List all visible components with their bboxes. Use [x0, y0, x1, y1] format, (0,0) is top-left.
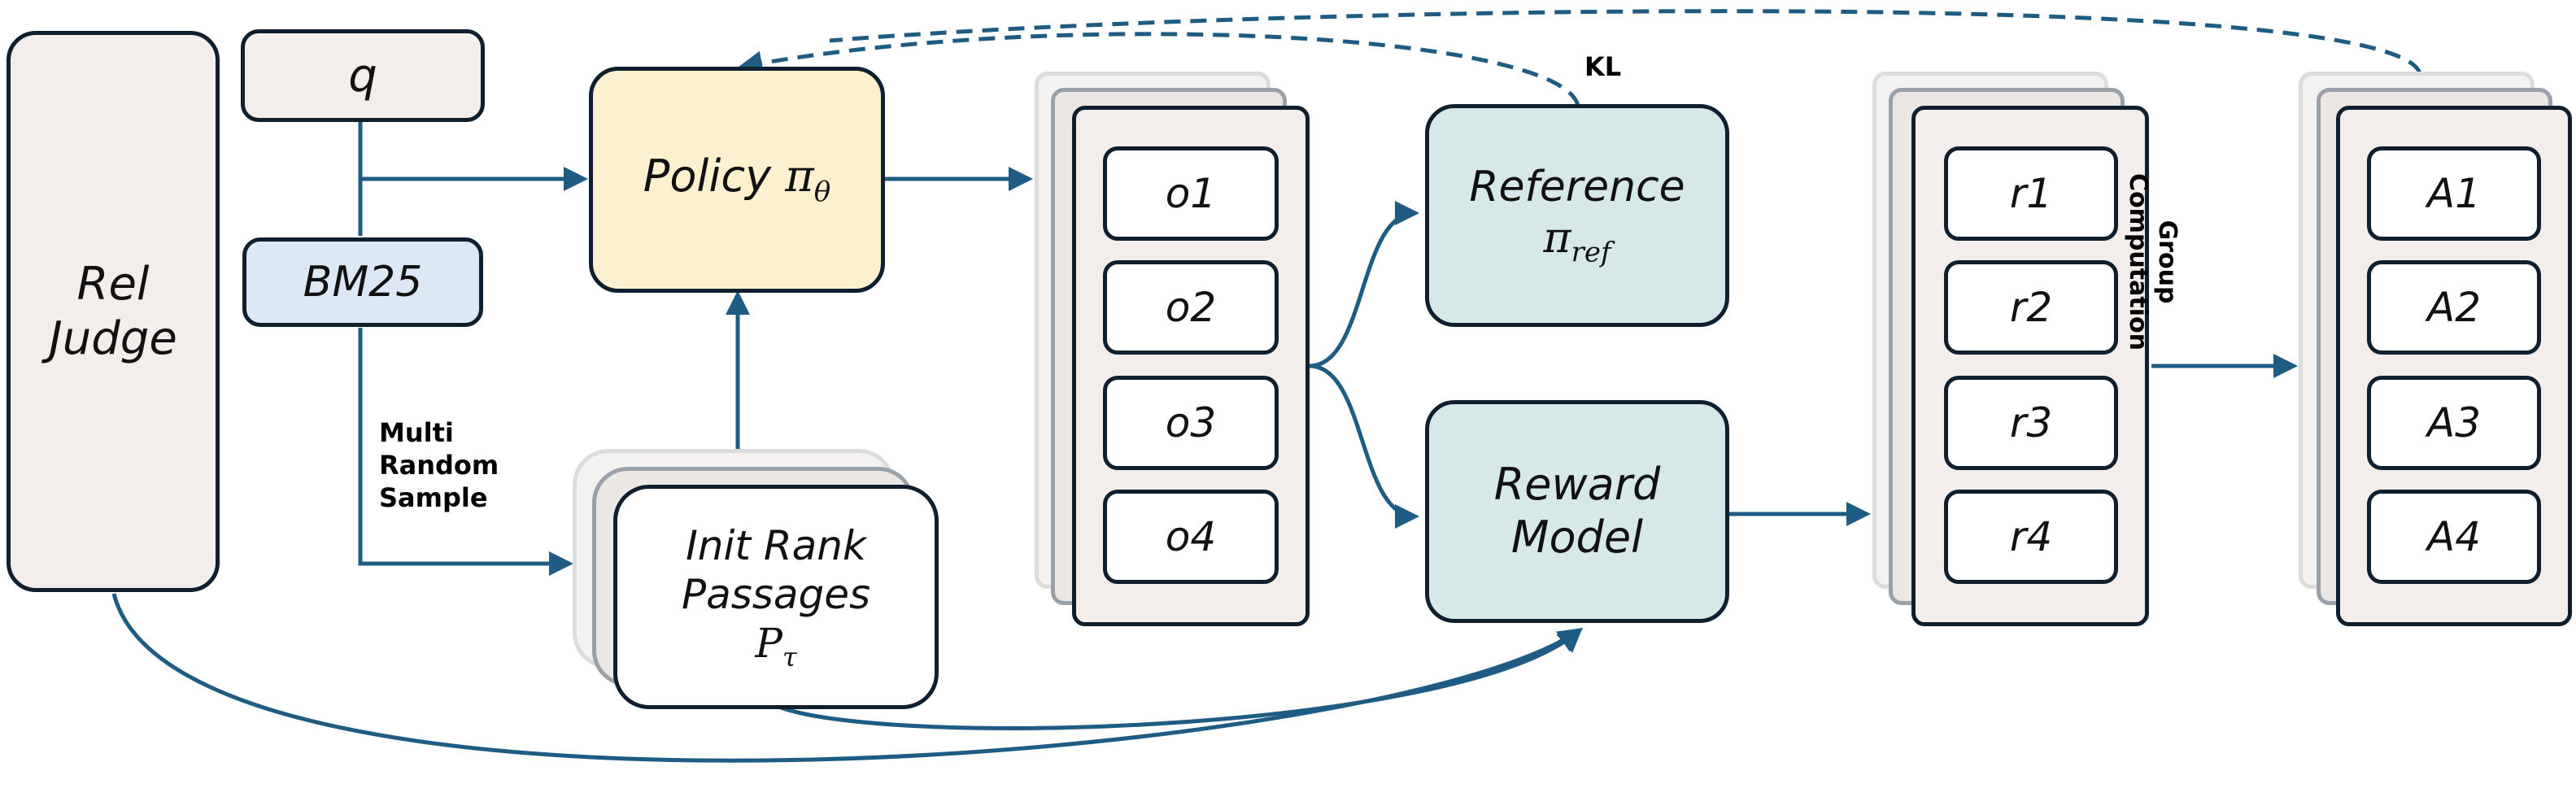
reward-model-box: Reward Model [1425, 400, 1729, 623]
reward-label-r2: r2 [2009, 284, 2053, 331]
policy-pi-symbol: π [785, 150, 814, 203]
reward-item-r4: r4 [1944, 490, 2118, 584]
policy-label: Policy πθ [643, 150, 830, 209]
init-rank-box: Init Rank Passages Pτ [613, 485, 939, 709]
output-label-o3: o3 [1165, 399, 1217, 446]
advantage-item-a4: A4 [2367, 490, 2541, 584]
output-label-o2: o2 [1165, 284, 1217, 331]
init-rank-symbol: Pτ [755, 619, 796, 673]
query-label: q [348, 49, 377, 102]
output-item-o4: o4 [1103, 490, 1279, 584]
multi-random-sample-line1: Multi [379, 417, 454, 448]
init-rank-label-line1: Init Rank [686, 521, 866, 569]
rel-judge-label-line2: Judge [49, 312, 177, 365]
outputs-to-reward-arrow [1309, 364, 1419, 529]
reference-label: Reference [1469, 163, 1685, 212]
output-item-o2: o2 [1103, 260, 1279, 355]
output-item-o3: o3 [1103, 376, 1279, 470]
rel-judge-to-reward-arrow [111, 593, 1584, 763]
advantage-feedback-dashed [829, 9, 2422, 74]
advantage-label-a1: A1 [2426, 170, 2481, 217]
bm25-to-init-rank-arrow [358, 328, 573, 576]
advantage-label-a4: A4 [2426, 513, 2481, 560]
kl-label: KL [1584, 51, 1622, 82]
reward-item-r3: r3 [1944, 376, 2118, 470]
init-rank-tau-subscript: τ [782, 641, 797, 673]
policy-box: Policy πθ [589, 67, 885, 293]
bm25-label: BM25 [303, 258, 423, 307]
reference-ref-subscript: ref [1571, 235, 1611, 268]
multi-random-sample-line2: Random [379, 450, 499, 481]
reward-label-r1: r1 [2009, 170, 2053, 217]
bm25-box: BM25 [242, 237, 483, 327]
output-label-o4: o4 [1165, 513, 1217, 560]
reference-box: Reference πref [1425, 104, 1729, 327]
multi-random-sample-label: Multi Random Sample [379, 416, 499, 514]
multi-random-sample-line3: Sample [379, 482, 488, 513]
advantage-item-a3: A3 [2367, 376, 2541, 470]
init-rank-label-line2: Passages [681, 570, 871, 618]
outputs-to-reference-arrow [1309, 201, 1419, 368]
policy-theta-subscript: θ [813, 176, 831, 208]
rel-judge-box: Rel Judge [7, 31, 220, 592]
query-box: q [241, 29, 485, 122]
advantage-label-a3: A3 [2426, 399, 2481, 446]
q-to-policy-arrow [358, 122, 588, 191]
policy-label-text: Policy [643, 150, 786, 203]
advantage-item-a2: A2 [2367, 260, 2541, 355]
advantage-label-a2: A2 [2426, 284, 2481, 331]
group-computation-label: Group Computation [2123, 140, 2182, 384]
init-rank-p-symbol: P [755, 619, 782, 667]
reward-item-r1: r1 [1944, 146, 2118, 241]
reward-label-r4: r4 [2009, 513, 2053, 560]
advantage-item-a1: A1 [2367, 146, 2541, 241]
output-label-o1: o1 [1165, 170, 1217, 217]
reference-pi-symbol: π [1543, 213, 1571, 263]
reward-model-label-line2: Model [1510, 512, 1644, 563]
reference-symbol: πref [1543, 213, 1611, 269]
kl-dashed-arrow [738, 32, 1580, 107]
init-rank-to-reward-arrow [780, 627, 1583, 730]
rel-judge-label-line1: Rel [76, 257, 150, 311]
reward-item-r2: r2 [1944, 260, 2118, 355]
output-item-o1: o1 [1103, 146, 1279, 241]
reward-label-r3: r3 [2009, 399, 2053, 446]
reward-model-label-line1: Reward [1493, 459, 1661, 511]
group-computation-line2: Computation [2124, 173, 2152, 351]
group-computation-line1: Group [2153, 220, 2182, 304]
